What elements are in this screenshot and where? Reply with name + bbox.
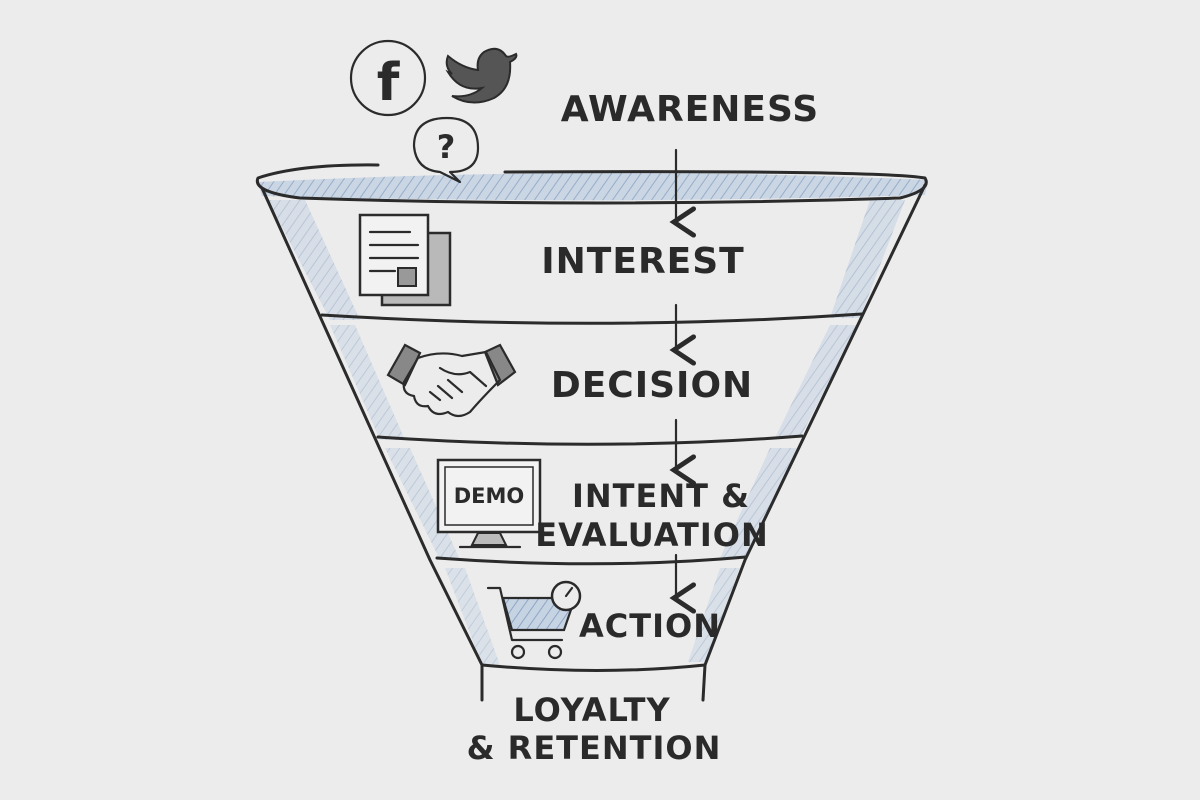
divider-intent-action [435, 555, 748, 566]
divider-action-loyalty [480, 663, 707, 672]
shopping-cart-icon [486, 580, 582, 660]
funnel-outline [255, 163, 928, 702]
stage-intent-line1: INTENT & [572, 477, 750, 515]
funnel-right-edge [701, 183, 927, 702]
question-bubble-icon: ? [412, 116, 480, 184]
stage-awareness: AWARENESS [561, 89, 819, 130]
funnel-shading [258, 172, 928, 665]
stage-intent-line2: EVALUATION [535, 516, 768, 554]
stage-action: ACTION [579, 607, 721, 645]
funnel-left-edge [260, 186, 484, 702]
divider-interest-decision [320, 312, 864, 325]
question-glyph: ? [437, 128, 456, 166]
stage-interest: INTEREST [541, 241, 744, 282]
demo-label: DEMO [454, 484, 525, 508]
divider-decision-intent [376, 434, 804, 446]
stage-decision: DECISION [551, 365, 753, 406]
handshake-icon [386, 343, 517, 418]
facebook-glyph: f [377, 53, 401, 113]
twitter-icon [445, 47, 518, 104]
stage-labels: AWARENESS INTEREST DECISION INTENT & EVA… [467, 89, 819, 767]
stage-loyalty-line1: LOYALTY [513, 691, 670, 729]
demo-monitor-icon: DEMO [436, 458, 542, 549]
funnel-rim [255, 163, 928, 205]
document-icon [358, 213, 452, 307]
stage-loyalty-line2: & RETENTION [467, 729, 722, 767]
facebook-icon: f [349, 39, 427, 117]
